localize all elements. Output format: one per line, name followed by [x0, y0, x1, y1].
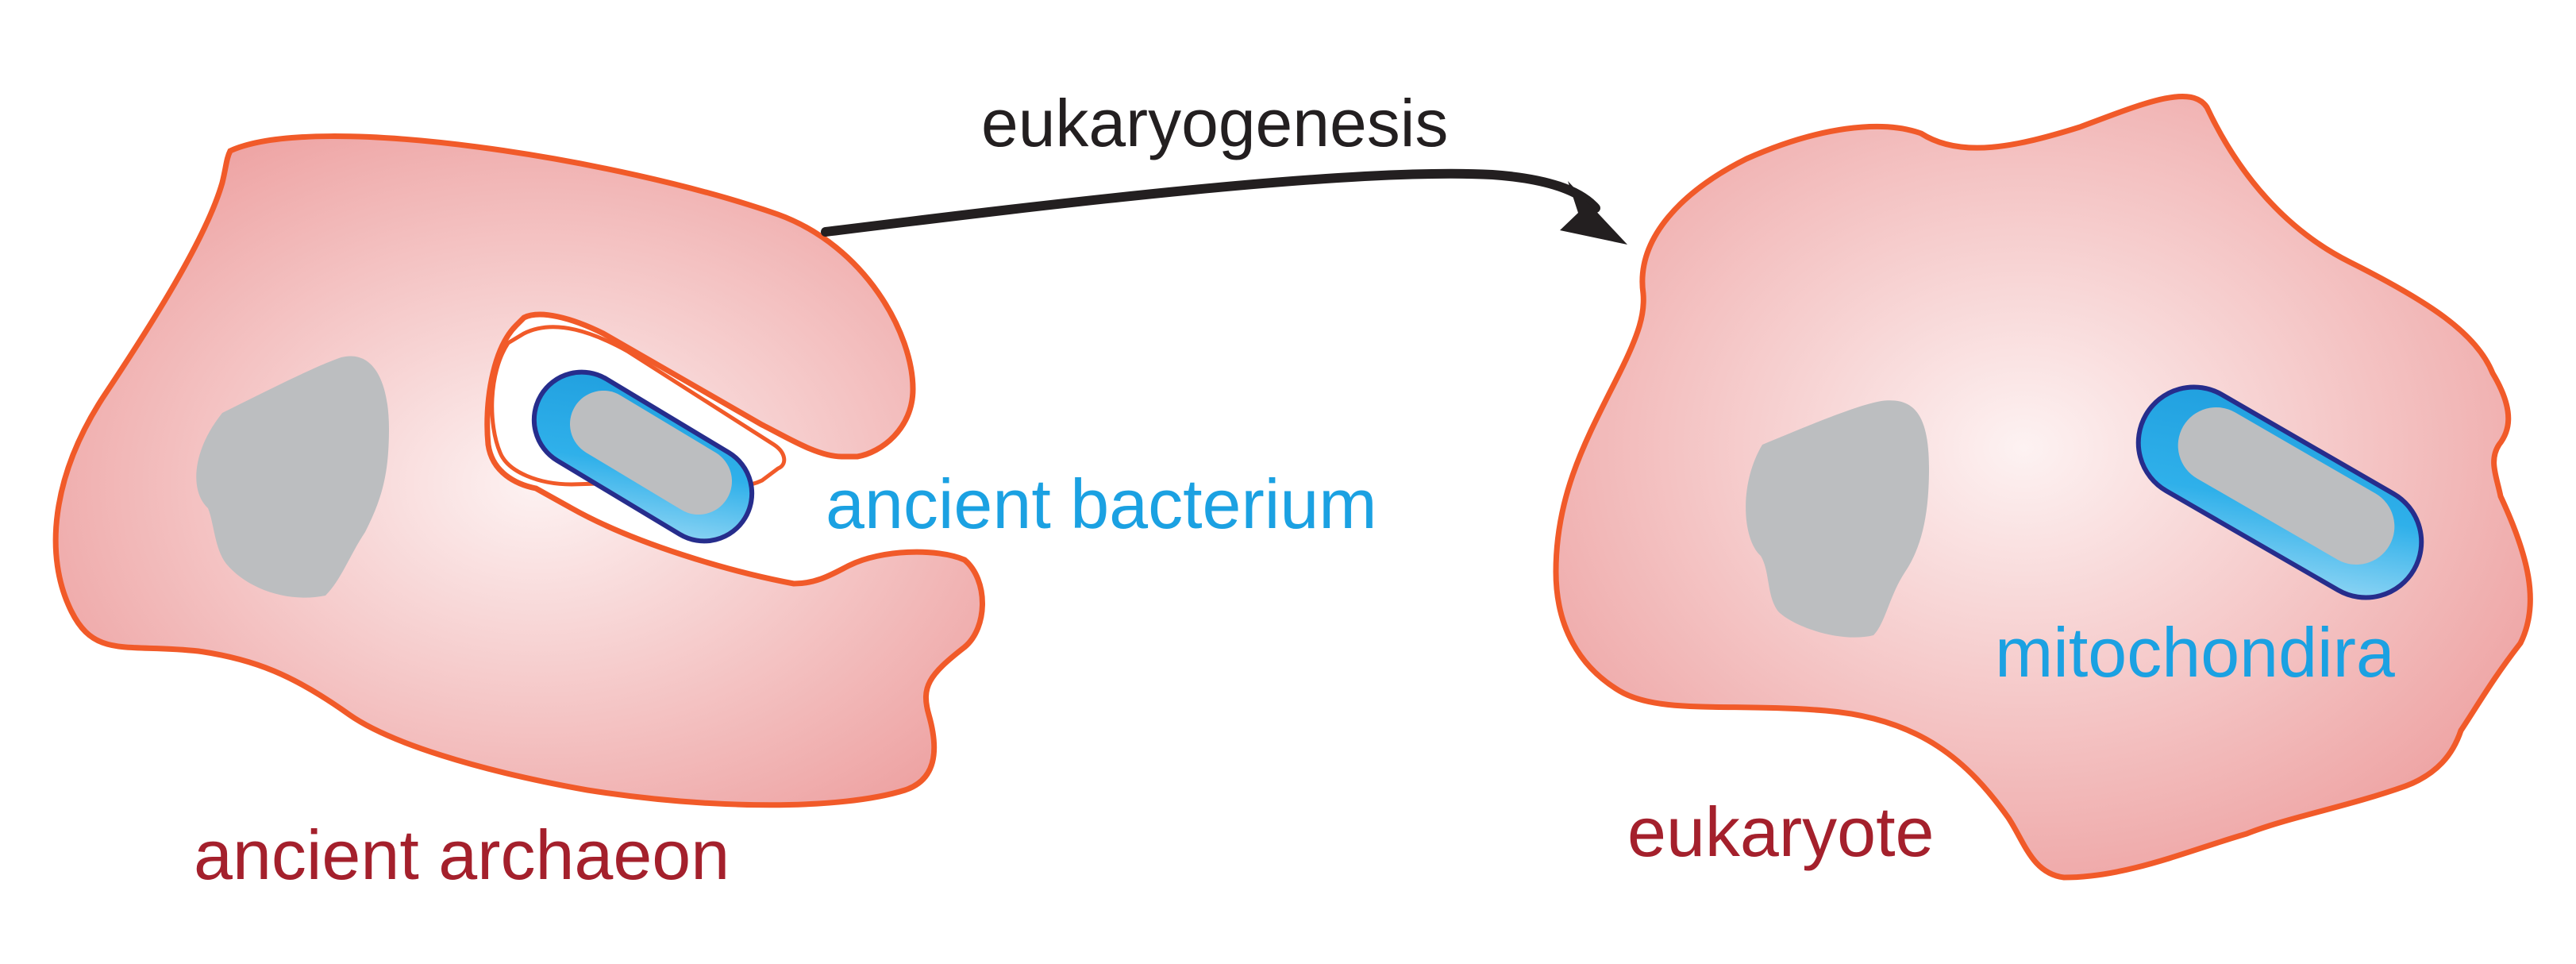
archaeon-nucleus [196, 356, 389, 598]
arrow-shaft [821, 168, 1600, 237]
archaeon-membrane [52, 133, 985, 808]
mitochondria-label: mitochondira [1995, 613, 2395, 692]
eukaryogenesis-arrow [821, 168, 1627, 245]
eukaryote-cell [1553, 94, 2533, 881]
ancient-bacterium [490, 325, 787, 544]
ancient-bacterium-label: ancient bacterium [826, 465, 1377, 543]
eukaryogenesis-label: eukaryogenesis [981, 86, 1448, 160]
mitochondrion-interior [2177, 407, 2395, 565]
ancient-archaeon-cell [52, 133, 985, 808]
ancient-archaeon-label: ancient archaeon [194, 816, 730, 894]
eukaryote-membrane [1553, 94, 2533, 881]
eukaryote-nucleus [1746, 400, 1929, 638]
mitochondrion [2135, 384, 2424, 600]
eukaryote-label: eukaryote [1627, 792, 1934, 871]
bacterium-interior [569, 390, 733, 515]
arrow-head [1560, 181, 1627, 245]
